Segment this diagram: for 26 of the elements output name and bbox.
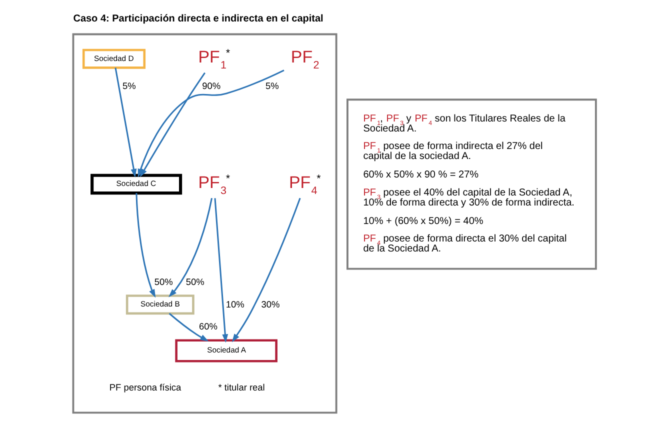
node-box: Sociedad B [126, 294, 194, 315]
arrow [214, 198, 228, 343]
node-text: PF$_{2}$ [290, 47, 320, 72]
label: PF persona física [109, 382, 182, 392]
label: * titular real [218, 382, 265, 392]
node-box: Sociedad D [82, 48, 146, 69]
node-box: Sociedad A [175, 339, 278, 362]
arrow [138, 70, 284, 178]
node-box: Sociedad C [90, 174, 182, 195]
edge-label: 90% [202, 80, 221, 91]
edge-label: 10% [226, 299, 244, 310]
diagram-title: Caso 4: Participación directa e indirecta en el capital [73, 13, 324, 24]
edge-label: 60% [199, 322, 218, 332]
edge-label: 30% [261, 299, 280, 310]
edge-label: 50% [186, 277, 204, 288]
arrow [136, 193, 156, 298]
arrow [232, 198, 301, 342]
node-box: PF$_{1}$, PF$_{3}$ y PF$_{4}$ son los Titulares Reales de la Sociedad A. PF$_{1}$ posee de forma indirecta el 27% del capital de la sociedad A. 60% x 50% x 90 % = 27% PF$_{3}$ posee el 40% del capital de la Sociedad A, 10% de forma directa y 30% de forma indirecta. 10% + (60% x 50%) = 40% PF$_{4}$ posee de forma directa el 30% del capital de la Sociedad A. [346, 98, 597, 270]
edge-label: 50% [154, 277, 173, 288]
arrow [168, 198, 213, 298]
edge-label: 5% [122, 80, 136, 91]
arrow [140, 72, 206, 178]
arrow [168, 312, 209, 342]
cluster [72, 33, 338, 414]
edge-label: 5% [266, 80, 279, 91]
arrow [114, 68, 137, 178]
